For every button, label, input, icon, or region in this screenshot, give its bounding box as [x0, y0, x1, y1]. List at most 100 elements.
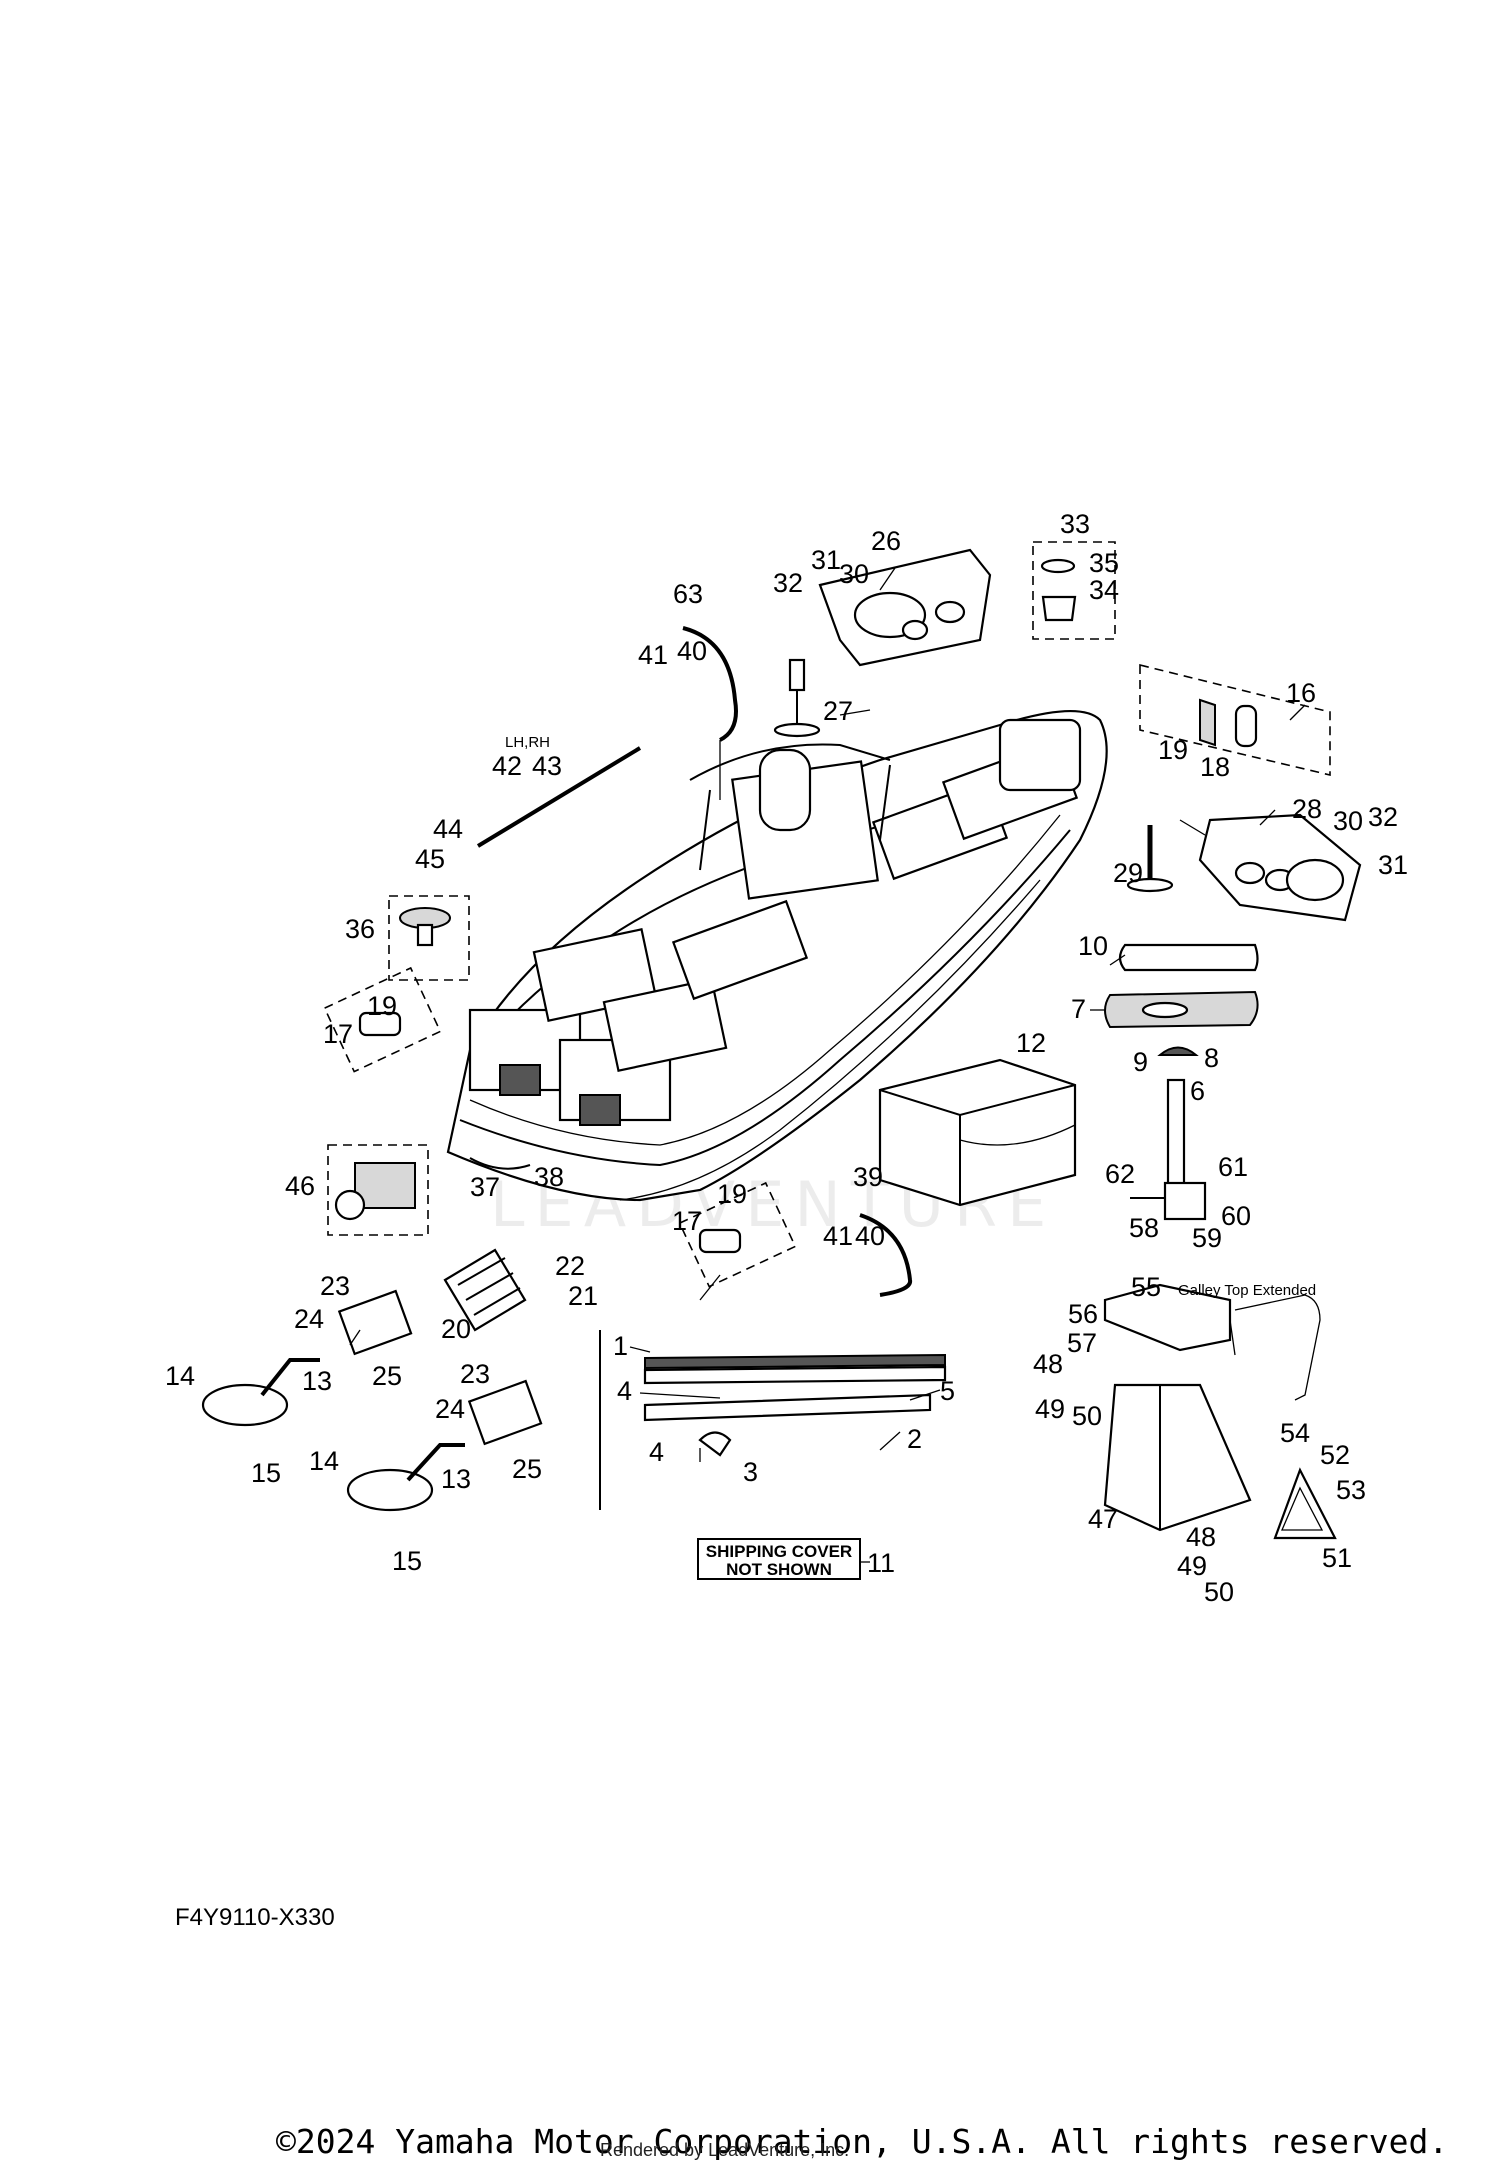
part-16-box	[1139, 663, 1331, 777]
callout-2: 2	[907, 1424, 922, 1454]
callout-32: 32	[773, 568, 803, 598]
part-51-triangle	[1273, 1467, 1337, 1540]
part-14-seat	[201, 1358, 320, 1427]
callout-48: 48	[1033, 1349, 1063, 1379]
part-63-grab-rail	[682, 626, 738, 742]
callout-51: 51	[1322, 1543, 1352, 1573]
callout-32b: 32	[1368, 802, 1398, 832]
part-35-ring	[1040, 558, 1076, 574]
callout-30: 30	[839, 559, 869, 589]
callout-19: 19	[367, 991, 397, 1021]
callout-29: 29	[1113, 858, 1143, 888]
callout-15: 15	[251, 1458, 281, 1488]
callout-43: 43	[532, 751, 562, 781]
part-1-2-5-strips	[643, 1353, 947, 1422]
callout-52: 52	[1320, 1440, 1350, 1470]
note-shipping-cover-line1: SHIPPING COVER	[706, 1542, 852, 1561]
callout-47: 47	[1088, 1504, 1118, 1534]
callout-9: 9	[1133, 1047, 1148, 1077]
callout-54: 54	[1280, 1418, 1310, 1448]
callout-10: 10	[1078, 931, 1108, 961]
callout-45: 45	[415, 844, 445, 874]
callout-50: 50	[1072, 1401, 1102, 1431]
callout-7: 7	[1071, 994, 1086, 1024]
callout-30b: 30	[1333, 806, 1363, 836]
part-27-mount	[773, 658, 821, 738]
part-36-box	[388, 895, 470, 981]
callout-23: 23	[320, 1271, 350, 1301]
part-8-cap	[1157, 1046, 1199, 1056]
note-shipping-cover-line2: NOT SHOWN	[726, 1560, 832, 1579]
callout-17b: 17	[672, 1206, 702, 1236]
callout-61: 61	[1218, 1152, 1248, 1182]
callout-17: 17	[323, 1019, 353, 1049]
callout-34: 34	[1089, 575, 1119, 605]
callout-18: 18	[1200, 752, 1230, 782]
callout-22: 22	[555, 1251, 585, 1281]
callout-46: 46	[285, 1171, 315, 1201]
callout-16: 16	[1286, 678, 1316, 708]
part-6-post	[1166, 1078, 1186, 1192]
callout-24: 24	[294, 1304, 324, 1334]
callout-27: 27	[823, 696, 853, 726]
callout-5: 5	[940, 1376, 955, 1406]
callout-12: 12	[1016, 1028, 1046, 1058]
callout-41: 41	[638, 640, 668, 670]
part-46-box	[327, 1144, 429, 1236]
callout-59: 59	[1192, 1223, 1222, 1253]
callout-14: 14	[165, 1361, 195, 1391]
callout-1: 1	[613, 1331, 628, 1361]
part-26-cup-holder-tray	[818, 548, 992, 667]
callout-13: 13	[302, 1366, 332, 1396]
callout-31: 31	[811, 545, 841, 575]
part-17-hinge-box	[323, 966, 442, 1073]
callout-41b: 41	[823, 1221, 853, 1251]
callout-4b: 4	[649, 1437, 664, 1467]
part-37-38-cable	[469, 1157, 531, 1170]
leader-lines	[349, 567, 1306, 1563]
callout-21: 21	[568, 1281, 598, 1311]
callout-4: 4	[617, 1376, 632, 1406]
copyright-notice: ©2024 Yamaha Motor Corporation, U.S.A. A…	[276, 2122, 1449, 2161]
callout-11: 11	[867, 1548, 895, 1578]
part-28-tray	[1198, 813, 1362, 922]
part-10-panel	[1118, 943, 1259, 972]
callout-19c: 19	[1158, 735, 1188, 765]
callout-38: 38	[534, 1162, 564, 1192]
callout-15b: 15	[392, 1546, 422, 1576]
part-14-seat-2	[346, 1443, 465, 1512]
callout-36: 36	[345, 914, 375, 944]
callout-26: 26	[871, 526, 901, 556]
boat-hull-drawing	[446, 710, 1108, 1202]
callout-55: 55	[1131, 1272, 1161, 1302]
callout-8: 8	[1204, 1043, 1219, 1073]
callout-19b: 19	[717, 1179, 747, 1209]
callout-42: 42	[492, 751, 522, 781]
callout-24b: 24	[435, 1394, 465, 1424]
callout-50b: 50	[1204, 1577, 1234, 1607]
shipping-cover-note-box	[697, 1538, 861, 1580]
callout-28: 28	[1292, 794, 1322, 824]
callout-63: 63	[673, 579, 703, 609]
callout-13b: 13	[441, 1464, 471, 1494]
part-3-bracket	[698, 1431, 732, 1457]
part-47-box	[1103, 1383, 1252, 1532]
callout-3: 3	[743, 1457, 758, 1487]
callout-31b: 31	[1378, 850, 1408, 880]
callout-48b: 48	[1186, 1522, 1216, 1552]
callout-25b: 25	[512, 1454, 542, 1484]
diagram-code: F4Y9110-X330	[175, 1904, 335, 1931]
part-17-hinge-box-2	[678, 1181, 797, 1288]
part-39-grab-rail	[859, 1213, 913, 1297]
callout-40b: 40	[855, 1221, 885, 1251]
part-23-step-2	[467, 1379, 543, 1446]
part-59-bracket	[1163, 1181, 1207, 1221]
callout-6: 6	[1190, 1076, 1205, 1106]
part-20-ladder	[443, 1248, 527, 1332]
callout-33: 33	[1060, 509, 1090, 539]
part-55-galley-top	[1103, 1283, 1232, 1352]
callout-25: 25	[372, 1361, 402, 1391]
callout-60: 60	[1221, 1201, 1251, 1231]
callout-23b: 23	[460, 1359, 490, 1389]
